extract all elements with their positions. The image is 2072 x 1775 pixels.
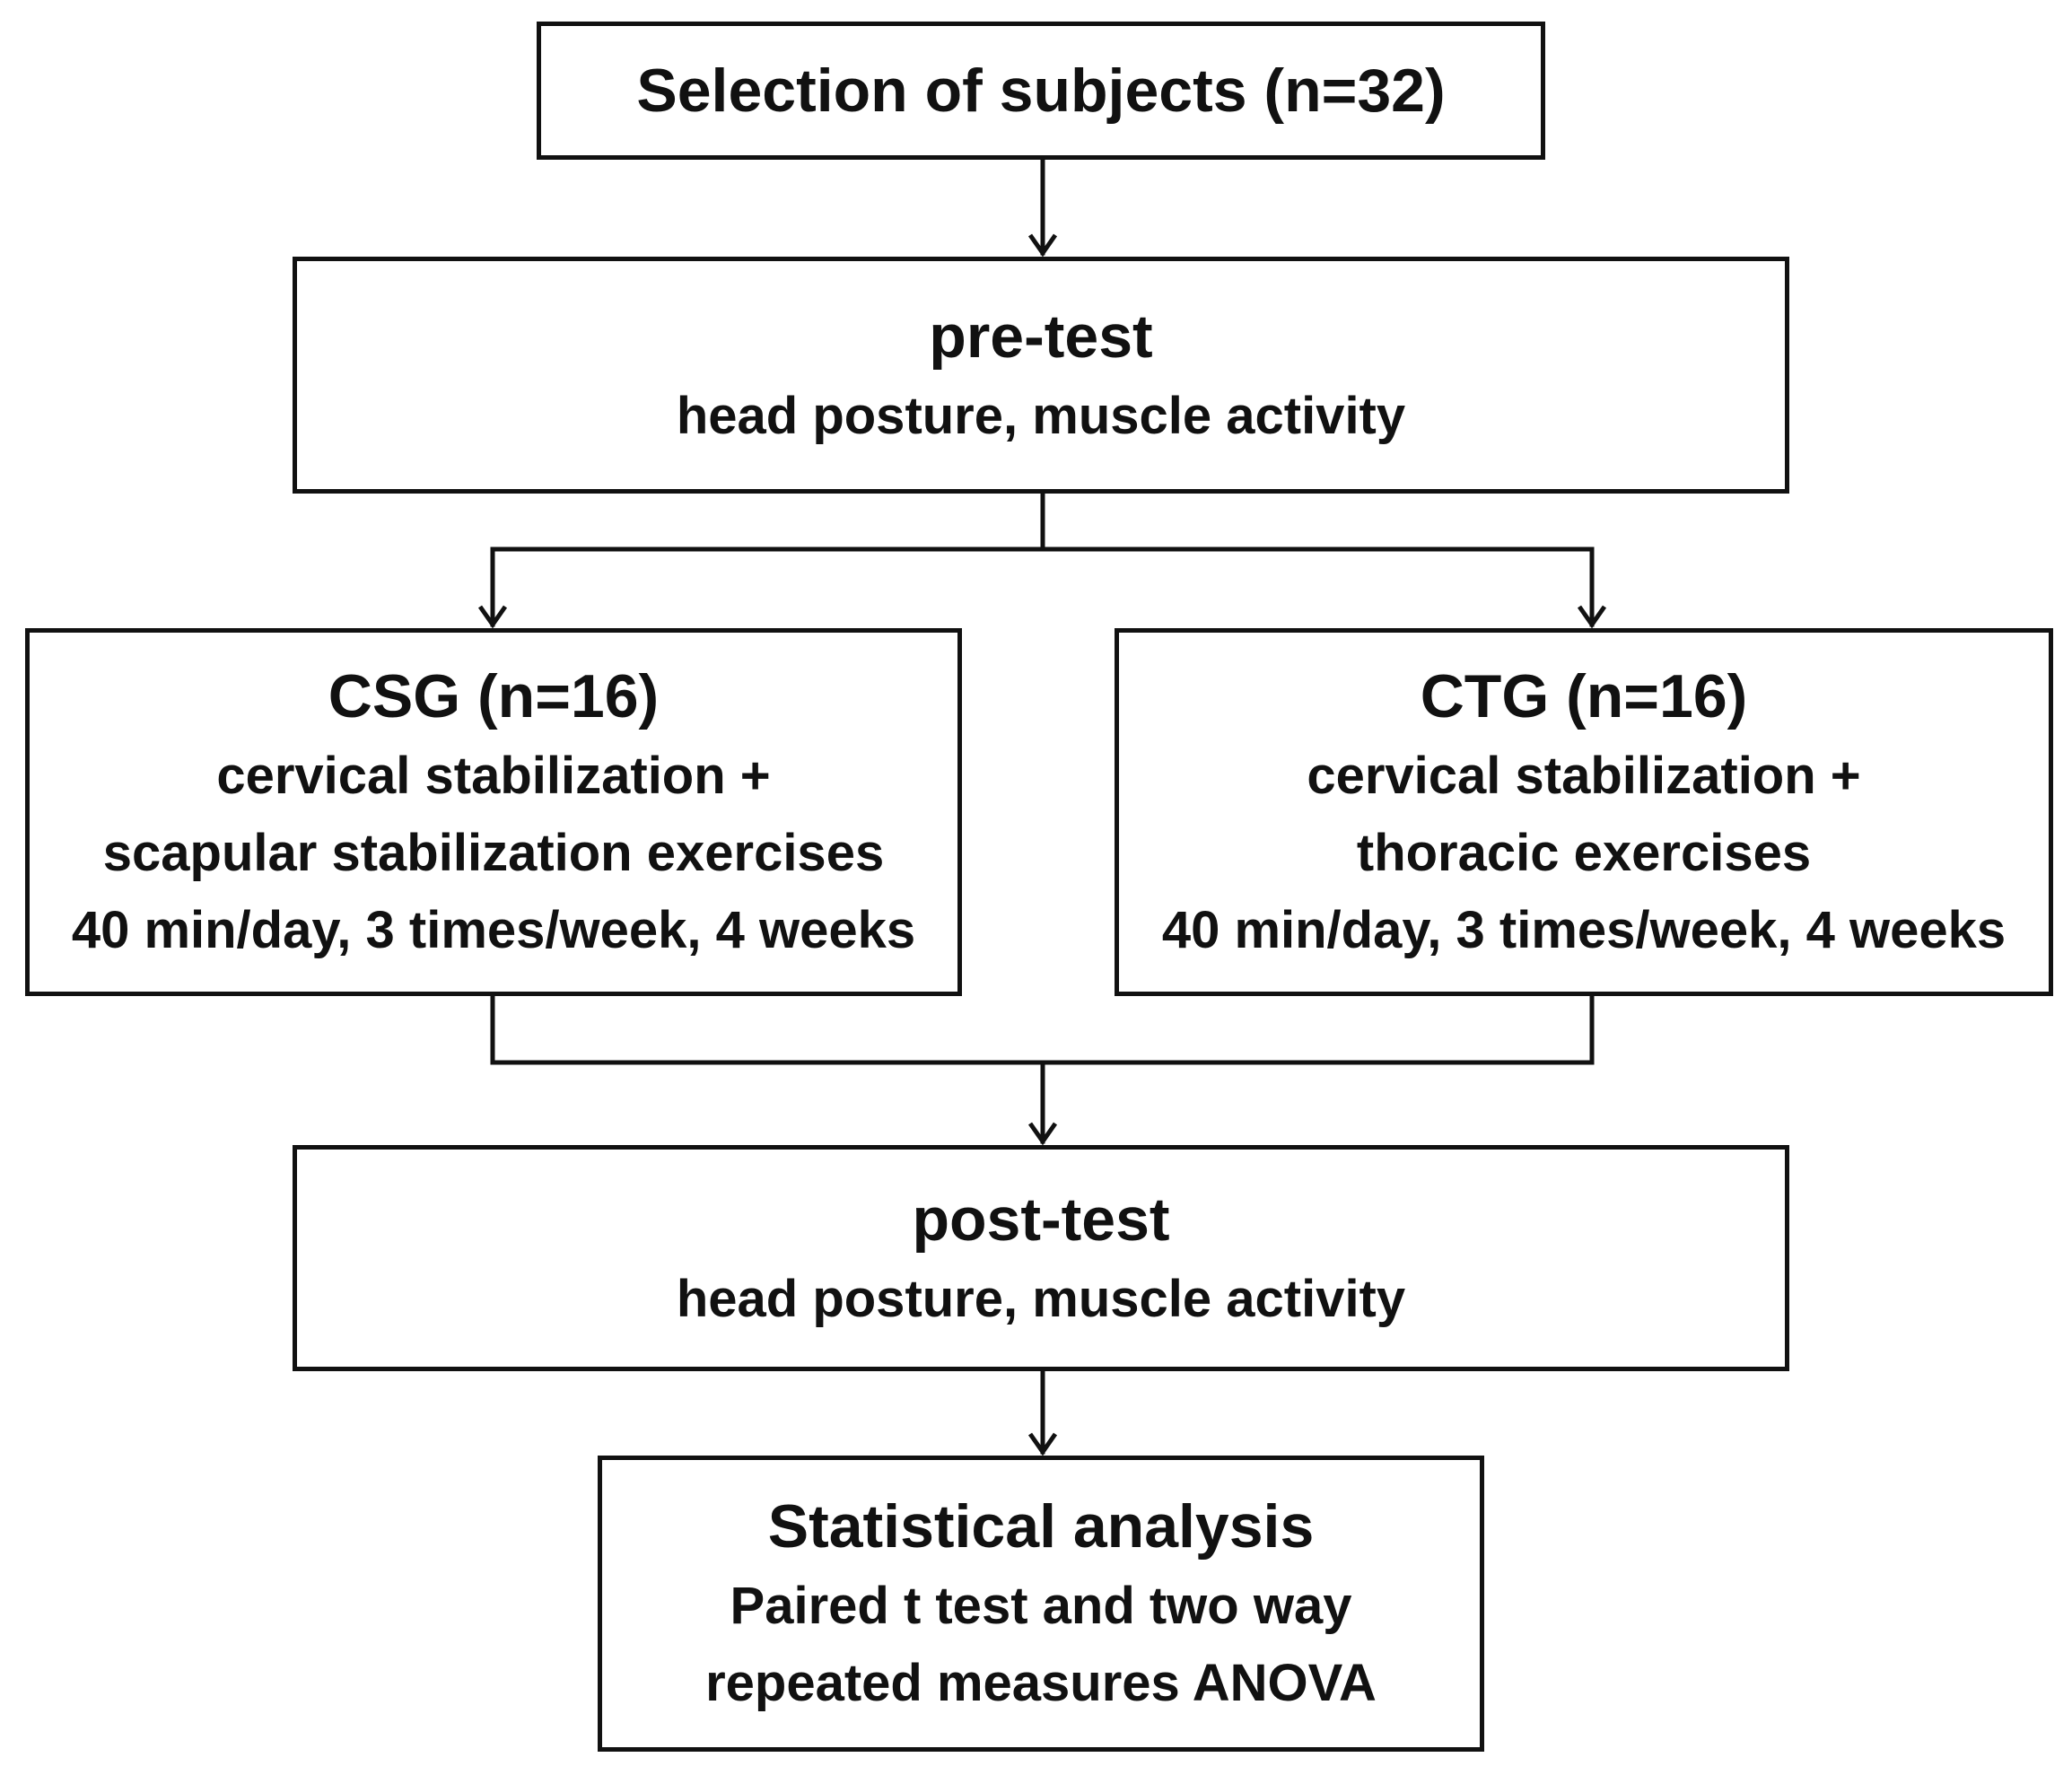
node-csg-line-2: scapular stabilization exercises (102, 824, 885, 882)
node-post-test-title: post-test (912, 1185, 1170, 1254)
node-stats-title: Statistical analysis (767, 1492, 1315, 1561)
node-ctg-line-1: cervical stabilization + (1307, 747, 1861, 805)
node-selection-title: Selection of subjects (n=32) (636, 57, 1446, 125)
node-pre-test: pre-test head posture, muscle activity (293, 257, 1789, 494)
node-post-test: post-test head posture, muscle activity (293, 1145, 1789, 1371)
node-pre-test-title: pre-test (929, 302, 1153, 371)
arrowhead-pretest-to-csg (477, 605, 508, 629)
node-stats-line-1: Paired t test and two way (730, 1577, 1352, 1635)
node-statistical-analysis: Statistical analysis Paired t test and t… (598, 1456, 1484, 1752)
node-pre-test-measures: head posture, muscle activity (676, 387, 1406, 445)
arrowhead-pretest-to-ctg (1577, 605, 1607, 629)
node-ctg-schedule: 40 min/day, 3 times/week, 4 weeks (1161, 901, 2006, 959)
arrowhead-selection-to-pretest (1027, 233, 1058, 258)
arrowhead-posttest-to-stats (1027, 1432, 1058, 1456)
node-csg-title: CSG (n=16) (328, 662, 660, 730)
node-ctg-title: CTG (n=16) (1420, 662, 1748, 730)
node-stats-line-2: repeated measures ANOVA (705, 1654, 1377, 1712)
node-selection-of-subjects: Selection of subjects (n=32) (537, 22, 1545, 160)
node-csg-schedule: 40 min/day, 3 times/week, 4 weeks (71, 901, 916, 959)
node-csg-group: CSG (n=16) cervical stabilization + scap… (25, 628, 962, 996)
node-post-test-measures: head posture, muscle activity (676, 1270, 1406, 1328)
node-ctg-line-2: thoracic exercises (1356, 824, 1812, 882)
arrowhead-merge-to-posttest (1027, 1122, 1058, 1146)
node-ctg-group: CTG (n=16) cervical stabilization + thor… (1115, 628, 2053, 996)
node-csg-line-1: cervical stabilization + (216, 747, 771, 805)
